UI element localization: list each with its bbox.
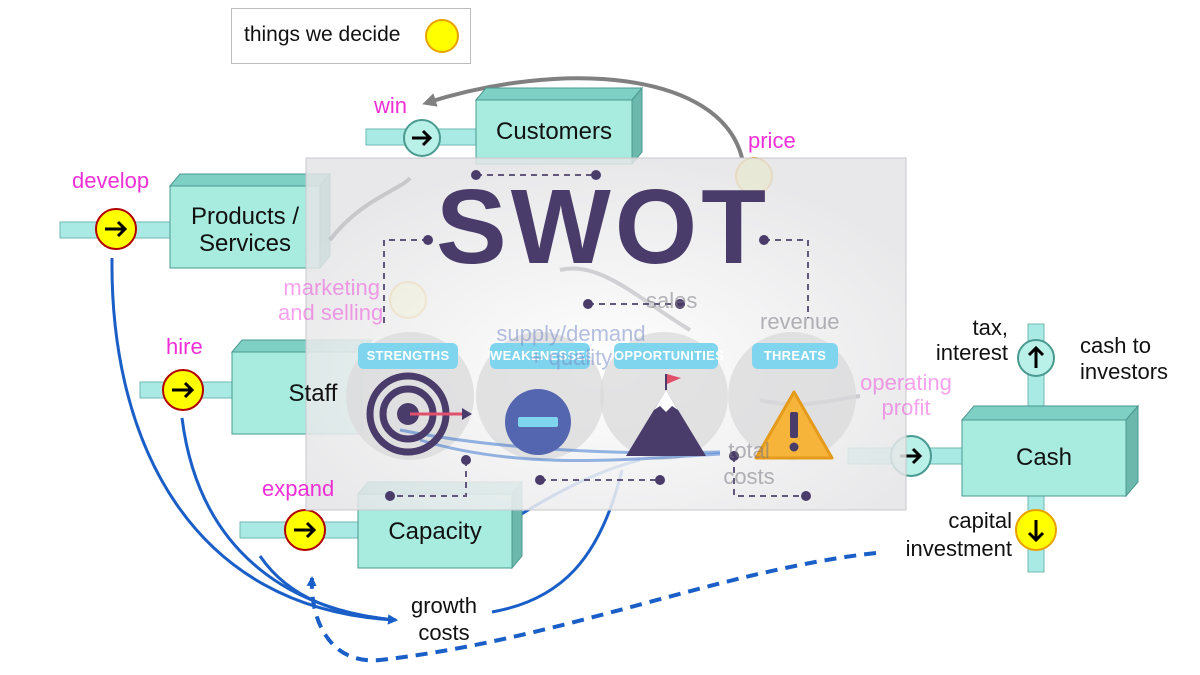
valve-win <box>403 119 441 157</box>
develop-label: develop <box>72 168 150 193</box>
operating-profit-label: operating profit <box>850 370 962 420</box>
cash-label: Cash <box>1015 444 1073 471</box>
tax-interest-label: tax, interest <box>920 315 1008 365</box>
capacity-label: Capacity <box>388 518 482 545</box>
sales-label: sales <box>646 288 698 313</box>
customers-label: Customers <box>495 118 613 145</box>
marketing-selling-label: marketing and selling <box>278 275 384 325</box>
valve-cash-to-investors <box>1017 339 1055 377</box>
swot-strengths-label: STRENGTHS <box>358 343 458 369</box>
cash-to-line1: cash to <box>1080 333 1151 358</box>
valve-develop <box>95 208 137 250</box>
total-costs-label: total costs <box>712 438 786 490</box>
price-to-win-arrow <box>422 76 744 159</box>
revenue-label: revenue <box>760 309 840 334</box>
marketing-line2: and selling <box>278 300 384 325</box>
growth-line1: growth <box>410 593 478 618</box>
target-icon <box>366 372 472 456</box>
warning-icon <box>754 390 834 460</box>
total-line2: costs <box>723 464 775 489</box>
swot-opportunities-label: OPPORTUNITIES <box>614 343 724 369</box>
win-label: win <box>374 93 408 118</box>
valve-capital-investment <box>1015 509 1057 551</box>
capital-investment-label: capital investment <box>878 507 1012 563</box>
swot-title: SWOT <box>436 168 770 286</box>
capital-line2: investment <box>905 536 1012 561</box>
cash-to-investors-label: cash to investors <box>1080 333 1168 385</box>
expand-label: expand <box>262 476 335 501</box>
stock-customers <box>474 86 644 166</box>
products-label-line2: Services <box>198 230 292 257</box>
swot-threats-label: THREATS <box>752 343 838 369</box>
stock-cash <box>960 404 1140 498</box>
hire-label: hire <box>166 334 203 359</box>
operating-line1: operating <box>860 370 952 395</box>
legend-label: things we decide <box>244 23 401 46</box>
tax-line2: interest <box>935 340 1008 365</box>
supply-demand-label: supply/demand + quality <box>478 322 664 370</box>
decision-dot-icon <box>425 19 459 53</box>
capital-line1: capital <box>948 508 1012 533</box>
growth-costs-label: growth costs <box>396 592 492 646</box>
cash-to-line2: investors <box>1080 359 1169 384</box>
supply-line1: supply/demand <box>496 321 646 346</box>
tax-line1: tax, <box>972 315 1008 340</box>
minus-icon <box>505 389 571 455</box>
capital-investment-arrow <box>306 551 877 663</box>
marketing-line1: marketing <box>283 275 380 300</box>
products-label: Products / Services <box>170 203 320 257</box>
staff-label: Staff <box>288 380 338 407</box>
growth-line2: costs <box>418 620 470 645</box>
price-label: price <box>748 128 796 153</box>
valve-hire <box>162 369 204 411</box>
swot-weaknesses-label: WEAKENESSES <box>490 343 594 369</box>
total-line1: total <box>728 438 770 463</box>
valve-expand <box>284 509 326 551</box>
supply-line2: + quality <box>529 345 613 370</box>
legend: things we decide <box>231 8 471 64</box>
operating-line2: profit <box>881 395 931 420</box>
products-label-line1: Products / <box>190 203 300 230</box>
mountain-flag-icon <box>626 374 706 456</box>
